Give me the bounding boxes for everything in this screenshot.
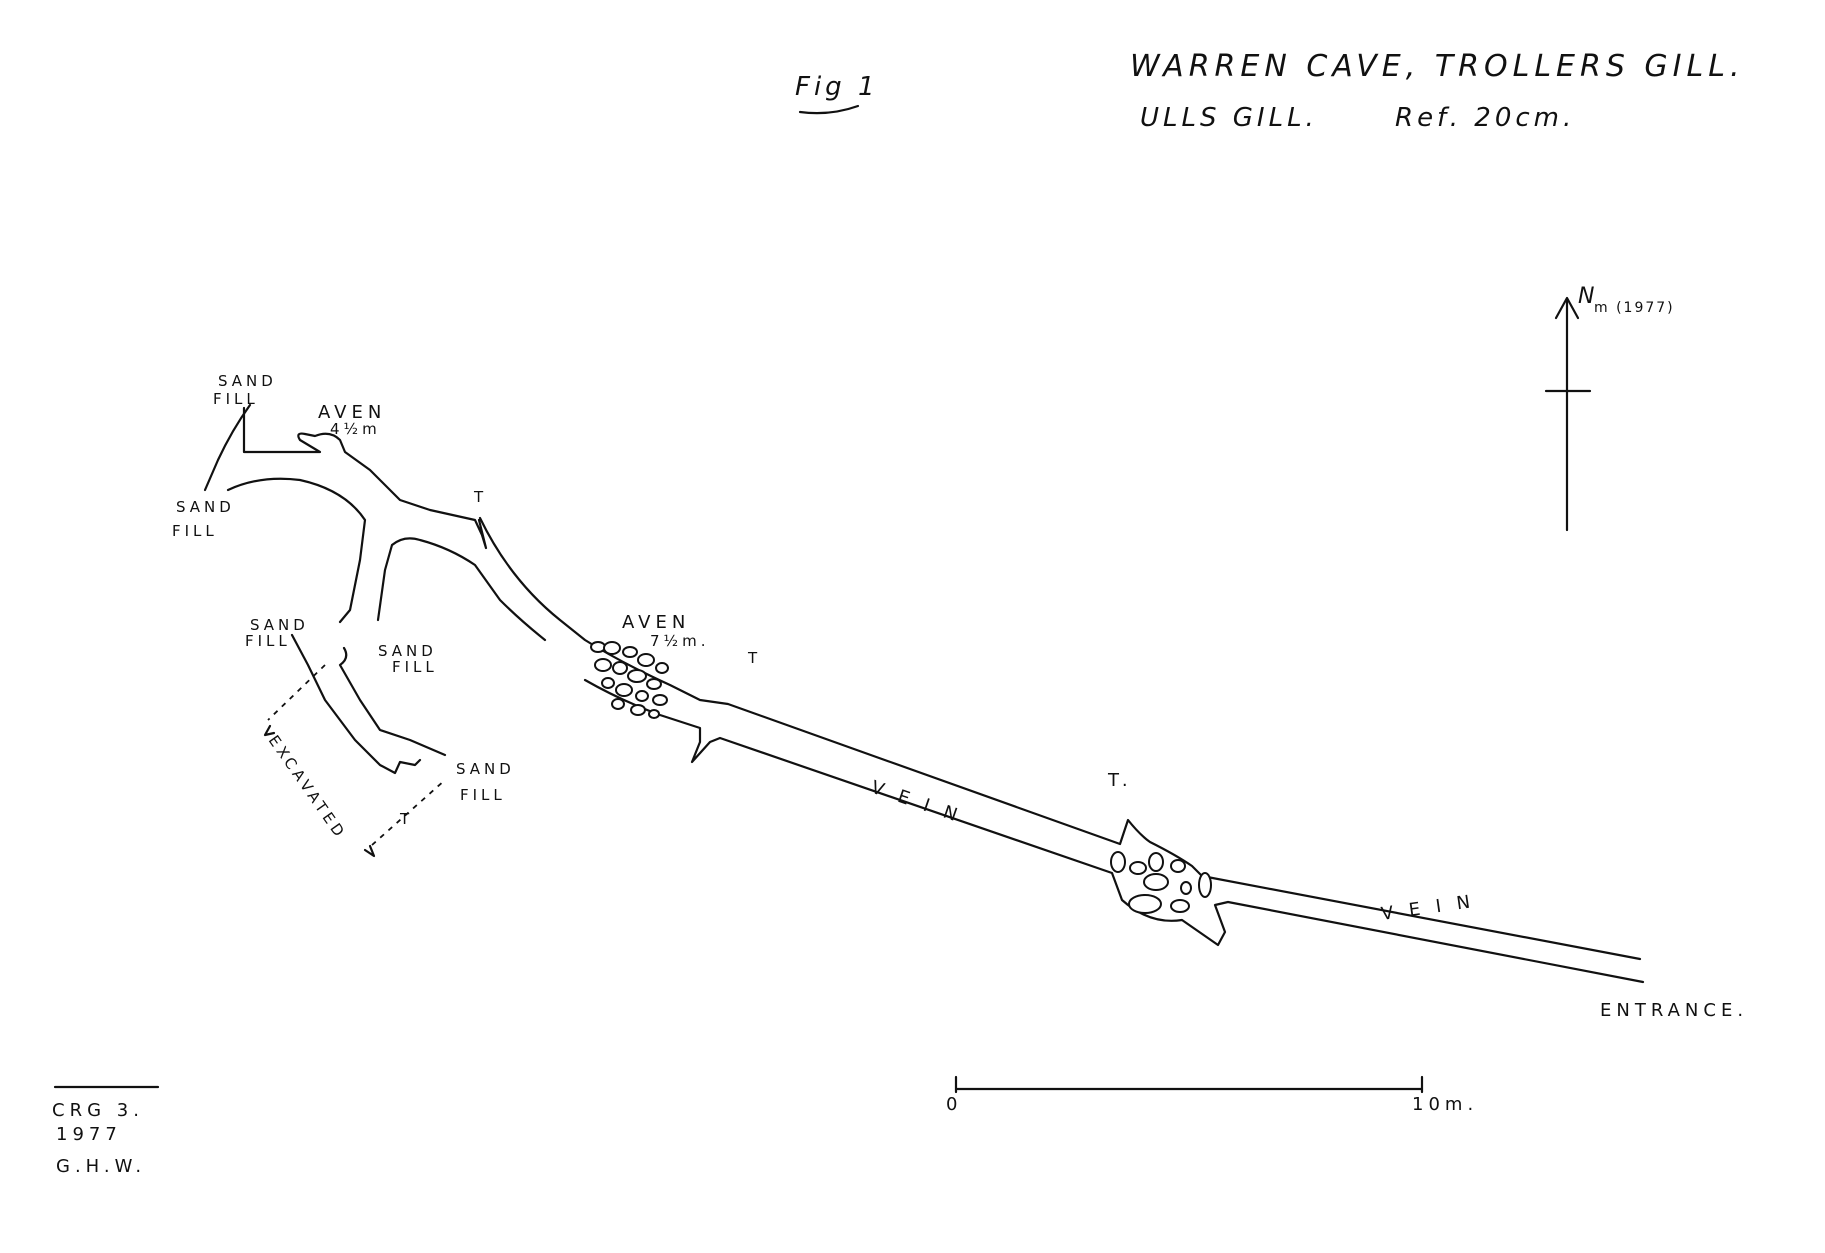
upper-branches [203,403,547,775]
sand-fill-3-bot: FILL [245,632,291,650]
t-label-1: T [473,488,487,506]
main-passage [478,516,1645,984]
boulder-choke-junction [1110,851,1212,914]
aven-2-label: AVEN [622,612,690,633]
sand-fill-2-top: SAND [176,498,235,516]
sand-fill-5-top: SAND [456,760,515,778]
sand-fill-4-bot: FILL [392,658,438,676]
sand-fill-3-top: SAND [250,616,309,634]
entrance-label: ENTRANCE. [1600,1000,1748,1021]
credit-line-3: G.H.W. [56,1156,146,1177]
aven-1-label: AVEN [318,402,386,423]
aven-1-height: 4½m [330,420,381,438]
scale-bar-end: 10m. [1412,1094,1478,1115]
t-label-2: T [747,649,761,667]
aven-2-height: 7½m. [650,632,709,650]
t-label-4: T [399,810,413,828]
sand-fill-1-bot: FILL [213,390,259,408]
sand-fill-4-top: SAND [378,642,437,660]
sand-fill-1-top: SAND [218,372,277,390]
north-sub: m (1977) [1594,300,1675,316]
boulder-choke-aven-2 [590,641,669,719]
north-arrow: N m (1977) [1544,284,1675,532]
sand-fill-2-bot: FILL [172,522,218,540]
t-label-3: T. [1107,770,1133,791]
map-subtitle-left: ULLS GILL. [1140,103,1318,133]
scale-bar: 0 10m. [946,1075,1478,1115]
fig-label: Fig 1 [795,72,879,102]
excavated-traverse [263,664,446,858]
map-title: WARREN CAVE, TROLLERS GILL. [1130,49,1745,84]
scale-bar-start: 0 [946,1094,962,1115]
fig-underline [798,104,860,115]
credit-line-2: 1977 [56,1124,122,1145]
credit-line-1: CRG 3. [52,1100,144,1121]
sand-fill-5-bot: FILL [460,786,506,804]
map-subtitle-right: Ref. 20cm. [1395,103,1575,133]
north-label: N [1578,284,1598,309]
excavated-label: EXCAVATED [265,732,350,843]
